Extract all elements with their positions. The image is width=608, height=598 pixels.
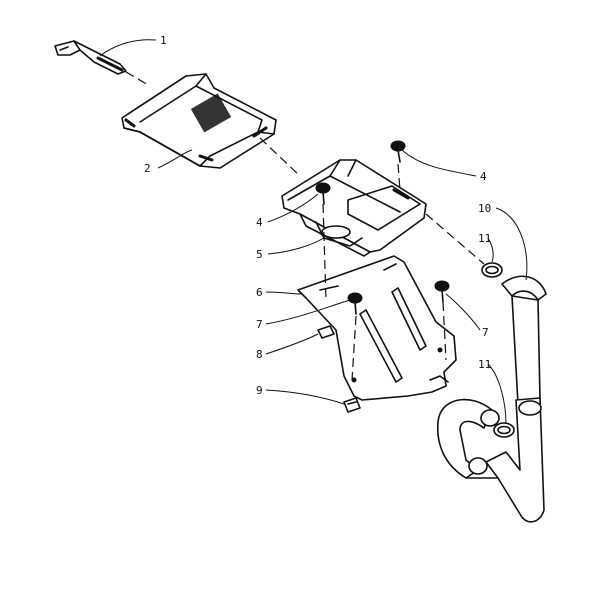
callout-2: 2 xyxy=(144,162,151,175)
part-9-clip xyxy=(343,397,361,413)
callout-7a: 7 xyxy=(256,318,263,331)
callout-8: 8 xyxy=(256,348,263,361)
assembly-lines xyxy=(125,71,485,381)
part-6-plate xyxy=(297,255,457,401)
callout-9: 9 xyxy=(256,384,263,397)
screw-4a xyxy=(390,140,406,163)
callout-6: 6 xyxy=(256,286,263,299)
callout-4b: 4 xyxy=(256,216,263,229)
screw-4b xyxy=(315,182,331,205)
part-8-clip xyxy=(317,325,335,339)
callout-11b: 11 xyxy=(478,358,491,371)
callout-5: 5 xyxy=(256,248,263,261)
callout-7b: 7 xyxy=(482,326,489,339)
screw-7b xyxy=(434,280,450,303)
part-1-connector xyxy=(54,40,127,75)
callout-4a: 4 xyxy=(480,170,487,183)
leader-lines xyxy=(99,39,528,425)
callout-labels: 1 2 4 4 5 6 7 7 8 9 10 11 11 xyxy=(144,34,491,397)
part-11-clamp-a xyxy=(481,262,503,278)
part-2-housing xyxy=(121,73,277,169)
part-11-clamp-b xyxy=(493,422,515,438)
callout-10: 10 xyxy=(478,202,491,215)
screw-7a xyxy=(347,292,363,315)
callout-1: 1 xyxy=(160,34,167,47)
bracket-assembly xyxy=(281,159,427,257)
part-10-hose xyxy=(436,275,547,523)
callout-11a: 11 xyxy=(478,232,491,245)
